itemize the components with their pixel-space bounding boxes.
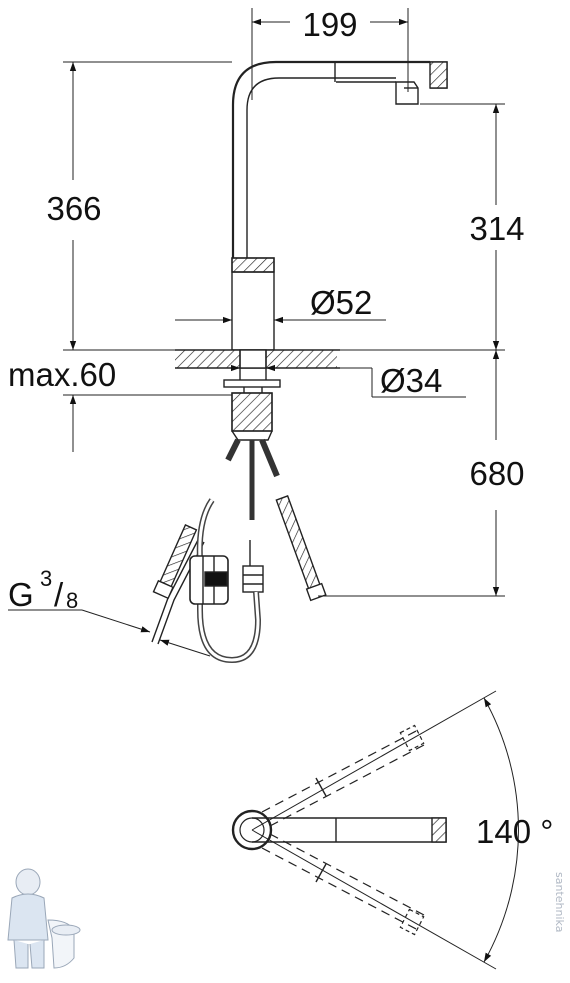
watermark-text: santehnika <box>553 872 566 932</box>
sink-deck <box>175 349 340 369</box>
swivel-range-outline <box>261 729 425 931</box>
spout-reach-label: 199 <box>302 6 357 43</box>
thread-slash: / <box>54 576 64 613</box>
hose-length-label: 680 <box>469 455 524 492</box>
body-diameter-label: Ø52 <box>310 284 372 321</box>
hole-diameter-label: Ø34 <box>380 362 442 399</box>
shank-mount <box>223 350 281 441</box>
base-circle <box>231 809 273 851</box>
side-view <box>8 8 505 664</box>
thread-denominator: 8 <box>66 588 78 613</box>
supply-hoses <box>151 438 327 664</box>
thread-numerator: 3 <box>40 566 52 591</box>
dimension-lines <box>8 8 505 657</box>
thread-main: G <box>8 576 34 613</box>
spout-height-label: 314 <box>469 210 524 247</box>
spout-outline <box>231 60 448 260</box>
plumber-mascot-logo <box>7 868 81 969</box>
max-deck-thickness-label: max.60 <box>8 356 116 393</box>
top-view <box>231 690 519 970</box>
swivel-angle-label: 140 ° <box>476 813 553 850</box>
total-height-label: 366 <box>46 190 101 227</box>
connection-thread-label: G 3 / 8 <box>8 566 78 613</box>
faucet-body <box>231 257 275 351</box>
